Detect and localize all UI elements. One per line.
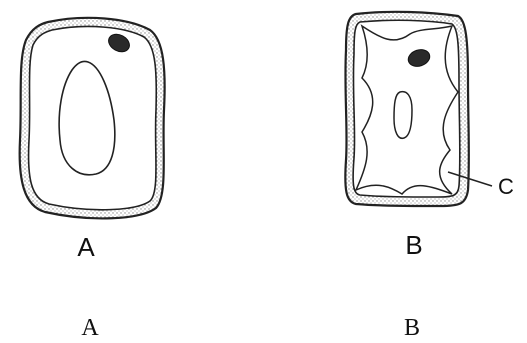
cell-a-label: A (77, 232, 95, 262)
cell-a (20, 18, 165, 219)
pointer-label-c: C (498, 174, 514, 199)
caption-b: B (404, 315, 420, 341)
caption-a: A (81, 315, 99, 341)
cell-b-label: B (405, 230, 422, 260)
cell-b-vacuole (394, 92, 412, 139)
cell-b (345, 12, 492, 206)
